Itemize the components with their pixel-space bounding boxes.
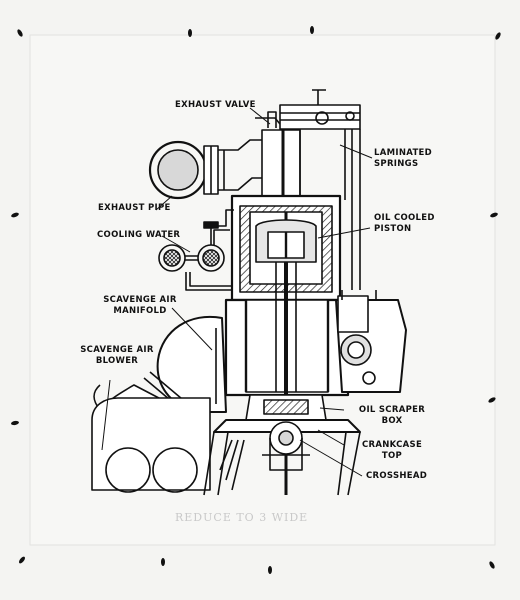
scavenge-air-blower-shape <box>91 397 211 493</box>
label-laminated-springs: LAMINATED SPRINGS <box>374 148 433 169</box>
exhaust-pipe-shape <box>148 139 262 200</box>
label-crosshead: CROSSHEAD <box>366 471 428 481</box>
label-exhaust-pipe: EXHAUST PIPE <box>98 203 171 213</box>
laminated-springs-shape <box>279 89 373 290</box>
cylinder-liner-shape <box>224 262 350 420</box>
leader-lines <box>101 107 363 477</box>
label-oil-cooled-piston: OIL COOLED PISTON <box>374 213 435 234</box>
label-cooling-water: COOLING WATER <box>97 230 181 240</box>
label-crankcase-top: CRANKCASE TOP <box>361 440 423 461</box>
label-scavenge-air-manifold: SCAVENGE AIR MANIFOLD <box>103 295 177 316</box>
label-scavenge-air-blower: SCAVENGE AIR BLOWER <box>80 345 154 366</box>
oil-cooled-piston-shape <box>255 219 371 263</box>
crosshead-shape <box>262 421 310 495</box>
label-exhaust-valve: EXHAUST VALVE <box>175 100 256 110</box>
cooling-water-pipes-shape <box>158 209 234 291</box>
oil-scraper-box-shape <box>245 394 327 421</box>
camshaft-housing-shape <box>335 290 407 393</box>
label-oil-scraper-box: OIL SCRAPER BOX <box>358 405 426 426</box>
margin-note: REDUCE TO 3 WIDE <box>175 511 309 524</box>
pin-marks <box>11 26 501 574</box>
